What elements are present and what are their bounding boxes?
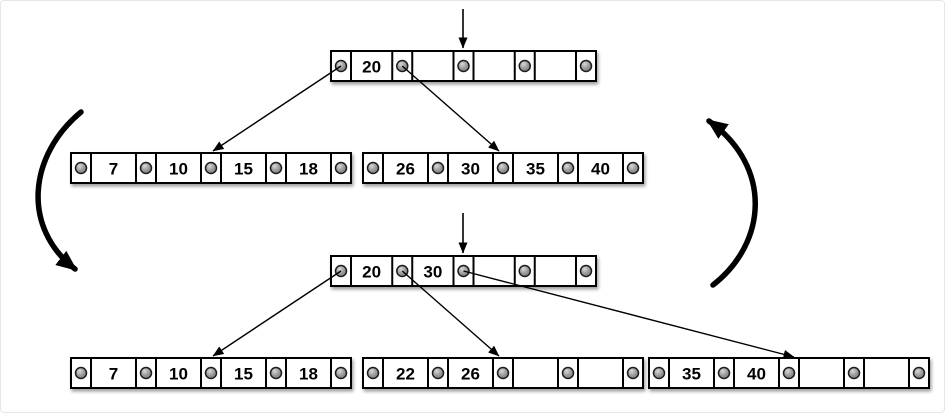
- pointer-dot-icon: [561, 161, 575, 175]
- pointer-dot-icon: [496, 366, 510, 380]
- key-value: 15: [234, 160, 253, 179]
- btree-node-after-right-child: 35 40: [648, 357, 930, 389]
- pointer-dot-icon: [518, 264, 531, 278]
- pointer-dot-icon: [431, 366, 445, 380]
- key-value: 10: [169, 160, 188, 179]
- btree-node-before-right-child: 26 30 35 40: [362, 152, 644, 184]
- pointer-dot-icon: [139, 161, 153, 175]
- pointer-dot-icon: [74, 366, 88, 380]
- pointer-dot-icon: [457, 59, 470, 73]
- key-value: 35: [526, 160, 545, 179]
- pointer-dot-icon: [561, 366, 575, 380]
- key-value: 40: [747, 365, 766, 384]
- pointer-dot-icon: [912, 366, 926, 380]
- pointer-dot-icon: [204, 366, 218, 380]
- pointer-dot-icon: [626, 366, 640, 380]
- key-value: 18: [299, 365, 318, 384]
- pointer-dot-icon: [626, 161, 640, 175]
- pointer-dot-icon: [204, 161, 218, 175]
- pointer-dot-icon: [496, 161, 510, 175]
- pointer-dot-icon: [847, 366, 861, 380]
- key-value: 26: [461, 365, 480, 384]
- key-value: 22: [396, 365, 415, 384]
- key-value: 20: [362, 263, 381, 282]
- pointer-dot-icon: [269, 366, 283, 380]
- btree-node-after-left-child: 7 10 15 18: [70, 357, 352, 389]
- arrows-layer: [35, 9, 795, 359]
- key-value: 15: [234, 365, 253, 384]
- key-value: 10: [169, 365, 188, 384]
- pointer-dot-icon: [431, 161, 445, 175]
- key-value: 40: [591, 160, 610, 179]
- pointer-dot-icon: [579, 59, 593, 73]
- key-value: 7: [109, 160, 118, 179]
- pointer-dot-icon: [782, 366, 796, 380]
- key-value: 26: [396, 160, 415, 179]
- transition-before-to-after-arrow: [35, 109, 84, 272]
- pointer-dot-icon: [652, 366, 666, 380]
- btree-node-before-root: 20: [330, 50, 597, 82]
- btree-node-after-middle-child: 22 26: [362, 357, 644, 389]
- btree-node-before-left-child: 7 10 15 18: [70, 152, 352, 184]
- key-value: 20: [362, 58, 381, 77]
- key-value: 7: [109, 365, 118, 384]
- pointer-dot-icon: [334, 366, 348, 380]
- pointer-dot-icon: [139, 366, 153, 380]
- key-value: 35: [682, 365, 701, 384]
- pointer-dot-icon: [269, 161, 283, 175]
- pointer-dot-icon: [334, 161, 348, 175]
- pointer-dot-icon: [366, 161, 380, 175]
- key-value: 18: [299, 160, 318, 179]
- pointer-dot-icon: [717, 366, 731, 380]
- key-value: 30: [461, 160, 480, 179]
- child-pointer-arrow-before-root-to-right-child: [401, 65, 500, 152]
- pointer-dot-icon: [74, 161, 88, 175]
- child-pointer-arrow-after-root-to-left-child: [212, 270, 342, 357]
- child-pointer-arrow-after-root-to-right-child: [463, 270, 795, 359]
- key-value: 30: [423, 263, 442, 282]
- child-pointer-arrow-after-root-to-middle-child: [401, 270, 500, 357]
- pointer-dot-icon: [518, 59, 531, 73]
- pointer-dot-icon: [366, 366, 380, 380]
- nodes-layer: 20 7 10 15 18 26 30 35 40 20 30 7 10 15 18 22 26 35 40: [70, 50, 930, 389]
- pointer-dot-icon: [579, 264, 593, 278]
- transition-after-to-before-arrow: [706, 118, 758, 288]
- child-pointer-arrow-before-root-to-left-child: [212, 65, 342, 152]
